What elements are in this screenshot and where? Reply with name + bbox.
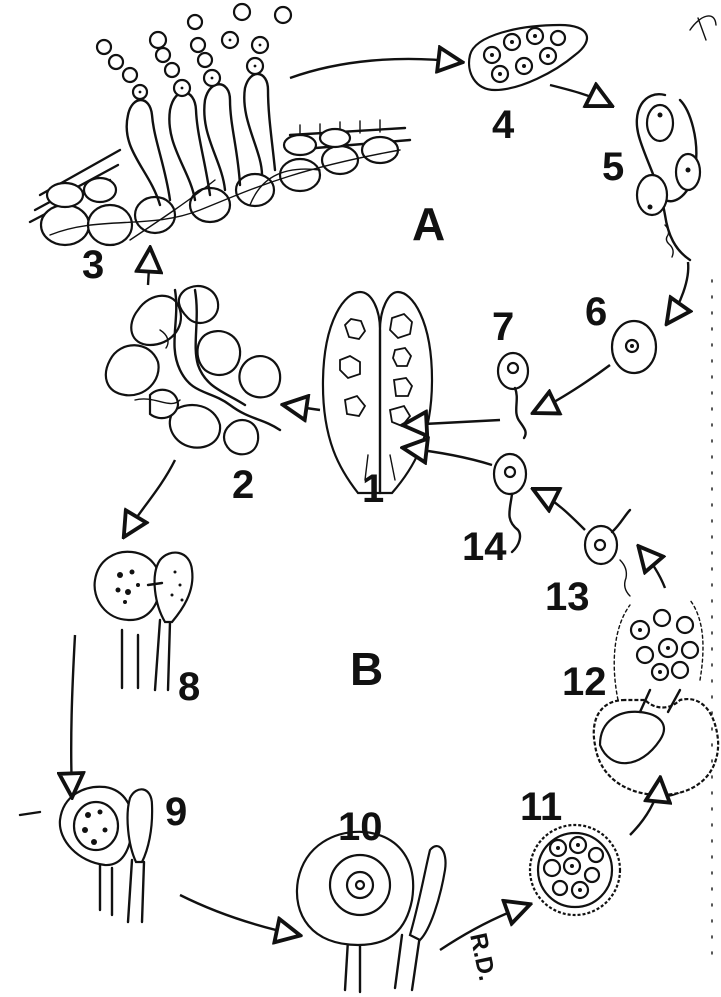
- stage-label-7: 7: [492, 305, 514, 349]
- stage-11-mature-oospore: [530, 825, 620, 915]
- arrow-8-to-9: [71, 635, 75, 795]
- arrow-4-to-5: [550, 85, 610, 105]
- stage-label-9: 9: [165, 790, 187, 834]
- stage-label-3: 3: [82, 243, 104, 287]
- stage-label-5: 5: [602, 145, 624, 189]
- stage-4-sporangium: [469, 25, 587, 90]
- arrow-5-to-6: [668, 262, 688, 322]
- arrow-12-to-13: [640, 548, 665, 588]
- stage-1-host-structure: [323, 292, 432, 493]
- stage-label-6: 6: [585, 290, 607, 334]
- stage-label-4: 4: [492, 103, 515, 147]
- stage-5-germination: [637, 94, 700, 260]
- stage-2-mycelium: [106, 286, 280, 454]
- stage-label-11: 11: [520, 785, 562, 829]
- stage-12-zoospore-release: [594, 600, 718, 796]
- stage-label-13: 13: [545, 575, 590, 619]
- stage-label-1: 1: [362, 467, 384, 511]
- stage-label-2: 2: [232, 463, 254, 507]
- arrow-3-to-4: [290, 59, 460, 78]
- stage-label-8: 8: [178, 665, 200, 709]
- arrow-1-to-2: [285, 405, 320, 410]
- arrow-2-to-3: [148, 250, 150, 285]
- section-label-b: B: [350, 643, 383, 695]
- edge-mark: [690, 16, 716, 40]
- arrow-13-to-14: [535, 490, 585, 530]
- stage-3-conidiophores: [30, 4, 410, 245]
- arrow-14-to-1: [405, 448, 492, 465]
- stage-9-fertilization: [20, 787, 152, 922]
- stage-label-14: 14: [462, 525, 507, 569]
- section-label-a: A: [412, 198, 445, 250]
- stage-label-12: 12: [562, 660, 607, 704]
- stage-10-oospore: [297, 832, 446, 992]
- stage-label-10: 10: [338, 805, 383, 849]
- stage-13-zoospore: [585, 510, 630, 596]
- arrow-6-to-7: [535, 365, 610, 412]
- arrow-9-to-10: [180, 895, 298, 935]
- stage-6-cyst: [612, 321, 656, 373]
- stage-7-germ-tube: [498, 353, 528, 438]
- artist-signature: R.D.: [464, 931, 500, 984]
- arrow-2-to-8: [125, 460, 175, 535]
